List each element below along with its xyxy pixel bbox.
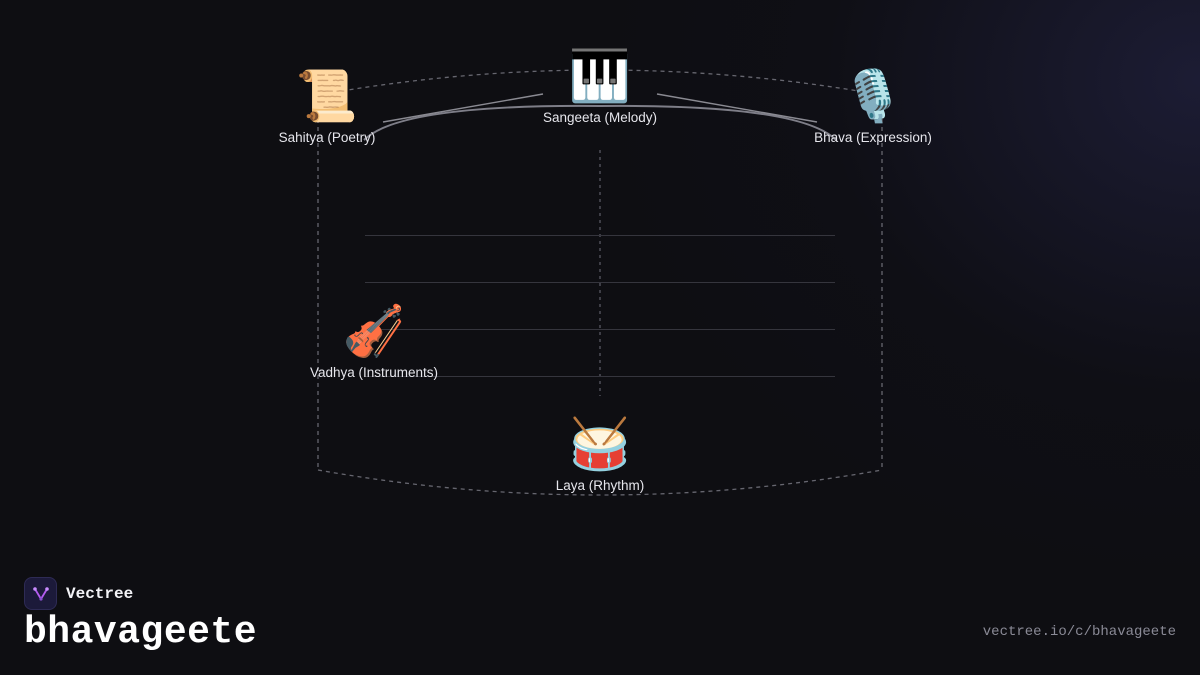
node-vadhya: 🎻 Vadhya (Instruments) — [310, 301, 438, 380]
vectree-logo-icon — [24, 577, 57, 610]
node-laya: 🥁 Laya (Rhythm) — [556, 414, 645, 493]
dashed-frame-bottom-arc — [317, 469, 883, 496]
node-label: Sahitya (Poetry) — [278, 130, 376, 145]
top-connector-arc — [363, 104, 837, 141]
connector-sangeeta-sahitya — [382, 93, 544, 123]
node-bhava: 🎙️ Bhava (Expression) — [814, 66, 932, 145]
node-sahitya: 📜 Sahitya (Poetry) — [279, 66, 376, 145]
microphone-icon: 🎙️ — [841, 67, 905, 125]
node-sangeeta: 🎹 Sangeeta (Melody) — [543, 46, 657, 125]
page-title: bhavageete — [24, 611, 258, 654]
node-label: Sangeeta (Melody) — [542, 110, 658, 125]
scroll-icon: 📜 — [295, 67, 359, 125]
node-label: Vadhya (Instruments) — [309, 365, 439, 380]
node-label: Laya (Rhythm) — [555, 478, 645, 493]
piano-keys-icon: 🎹 — [568, 47, 632, 105]
node-label: Bhava (Expression) — [814, 130, 932, 145]
drum-icon: 🥁 — [568, 415, 632, 473]
page-url[interactable]: vectree.io/c/bhavageete — [982, 624, 1176, 640]
brand-name: Vectree — [66, 584, 134, 603]
brand[interactable]: Vectree — [24, 577, 133, 610]
connector-sangeeta-bhava — [656, 93, 818, 123]
dashed-frame-top-arc — [317, 69, 883, 96]
violin-icon: 🎻 — [342, 302, 406, 360]
